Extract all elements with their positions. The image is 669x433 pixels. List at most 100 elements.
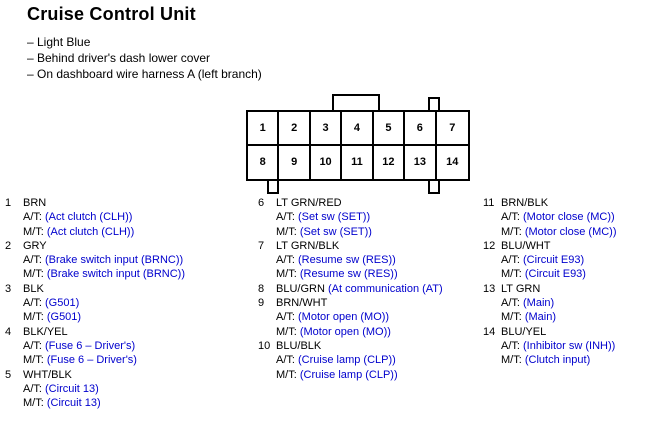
pin-function-link[interactable]: (Brake switch input (BRNC))	[45, 254, 184, 267]
pin-function-link[interactable]: (Set sw (SET))	[299, 225, 372, 238]
pin-function-link[interactable]: (Cruise lamp (CLP))	[299, 368, 398, 381]
pin-function-link[interactable]: (Resume sw (RES))	[299, 268, 398, 281]
pin-number: 7	[258, 239, 265, 252]
transmission-label: M/T:	[23, 225, 47, 238]
pin-function-link[interactable]: (Act clutch (CLH))	[46, 225, 135, 238]
pin-function-link[interactable]: (Set sw (SET))	[298, 211, 371, 224]
pin-number: 4	[5, 325, 12, 338]
transmission-label: A/T:	[23, 382, 46, 395]
transmission-label: M/T:	[23, 354, 47, 367]
pin-function-link[interactable]: (Inhibitor sw (INH))	[523, 339, 616, 352]
pin-function-link[interactable]: (Cruise lamp (CLP))	[298, 354, 396, 367]
pin-function-link[interactable]: (Main)	[524, 311, 557, 324]
transmission-label: A/T:	[23, 254, 46, 267]
pin-cavity-6: 6	[405, 112, 437, 144]
pin-entry-12: 12 BLU/WHT A/T: (Circuit E93)M/T: (Circuit…	[483, 239, 669, 282]
pin-function-link[interactable]: (Motor open (MO))	[298, 311, 390, 324]
pin-number: 13	[483, 282, 496, 295]
pin-function-link[interactable]: (Circuit E93)	[524, 268, 586, 281]
pin-wire-color: BLU/GRN	[276, 282, 325, 295]
pin-function-link[interactable]: (Clutch input)	[524, 354, 591, 367]
pin-number: 8	[258, 282, 265, 295]
pin-transmission-row: M/T: (Clutch input)	[483, 353, 669, 367]
pin-cavity-8: 8	[248, 145, 280, 179]
pin-transmission-row: A/T: (Fuse 6 – Driver's)	[5, 339, 258, 353]
pin-function-link[interactable]: (G501)	[45, 297, 80, 310]
pin-transmission-row: A/T: (Motor open (MO))	[258, 310, 483, 324]
transmission-label: M/T:	[501, 268, 525, 281]
transmission-label: A/T:	[501, 211, 524, 224]
pin-header-12: 12 BLU/WHT	[483, 239, 669, 253]
pin-transmission-row: A/T: (G501)	[5, 296, 258, 310]
pin-function-link[interactable]: (Motor close (MC))	[524, 225, 617, 238]
transmission-label: A/T:	[276, 311, 299, 324]
pin-transmission-row: A/T: (Motor close (MC))	[483, 210, 669, 224]
pin-function-link[interactable]: (Motor close (MC))	[523, 211, 615, 224]
pin-cavity-5: 5	[374, 112, 406, 144]
pin-cavity-7: 7	[449, 121, 456, 134]
pin-transmission-row: A/T: (Resume sw (RES))	[258, 253, 483, 267]
pin-number: 14	[483, 325, 496, 338]
pin-wire-color: BLU/BLK	[276, 339, 322, 352]
pin-function-link[interactable]: (At communication (AT)	[327, 282, 443, 295]
pin-function-link[interactable]: (Main)	[523, 297, 555, 310]
pin-function-link[interactable]: (Fuse 6 – Driver's)	[46, 354, 137, 367]
transmission-label: A/T:	[23, 211, 46, 224]
pin-cavity-9: 9	[279, 145, 311, 179]
pin-transmission-row: A/T: (Inhibitor sw (INH))	[483, 339, 669, 353]
pin-cavity-1: 1	[248, 112, 280, 144]
pin-transmission-row: M/T: (Main)	[483, 310, 669, 324]
pin-wire-color: BRN/WHT	[276, 297, 328, 310]
pin-function-link[interactable]: (G501)	[46, 311, 82, 324]
pin-function-link[interactable]: (Motor open (MO))	[299, 325, 391, 338]
pin-number: 5	[5, 368, 12, 381]
pin-wire-color: BLU/YEL	[501, 325, 547, 338]
transmission-label: M/T:	[501, 225, 525, 238]
pin-function-link[interactable]: (Circuit 13)	[45, 382, 99, 395]
pin-function-link[interactable]: (Circuit 13)	[46, 397, 101, 410]
pin-function-link[interactable]: (Brake switch input (BRNC))	[46, 268, 185, 281]
pin-number: 12	[483, 239, 496, 252]
pin-number: 2	[5, 239, 12, 252]
transmission-label: A/T:	[23, 339, 46, 352]
pin-cavity-3: 3	[311, 112, 343, 144]
transmission-label: M/T:	[276, 225, 300, 238]
transmission-label: M/T:	[501, 311, 525, 324]
pin-transmission-row: A/T: (Cruise lamp (CLP))	[258, 353, 483, 367]
pin-transmission-row: M/T: (Circuit E93)	[483, 267, 669, 281]
transmission-label: A/T:	[501, 254, 524, 267]
pin-transmission-row: M/T: (Resume sw (RES))	[258, 267, 483, 281]
pin-function-link[interactable]: (Fuse 6 – Driver's)	[45, 339, 136, 352]
pin-transmission-row: A/T: (Set sw (SET))	[258, 210, 483, 224]
pin-transmission-row: M/T: (Circuit 13)	[5, 396, 258, 410]
pin-function-link[interactable]: (Resume sw (RES))	[298, 254, 396, 267]
pin-cavity-2: 2	[279, 112, 311, 144]
page-title: Cruise Control Unit	[27, 4, 196, 24]
note-harness: – On dashboard wire harness A (left bran…	[27, 67, 262, 81]
pin-transmission-row: M/T: (Cruise lamp (CLP))	[258, 368, 483, 382]
pin-function-link[interactable]: (Circuit E93)	[523, 254, 585, 267]
pin-wire-color: BLU/WHT	[501, 239, 551, 252]
pin-wire-color: GRY	[23, 239, 47, 252]
pin-function-link[interactable]: (Act clutch (CLH))	[45, 211, 133, 224]
